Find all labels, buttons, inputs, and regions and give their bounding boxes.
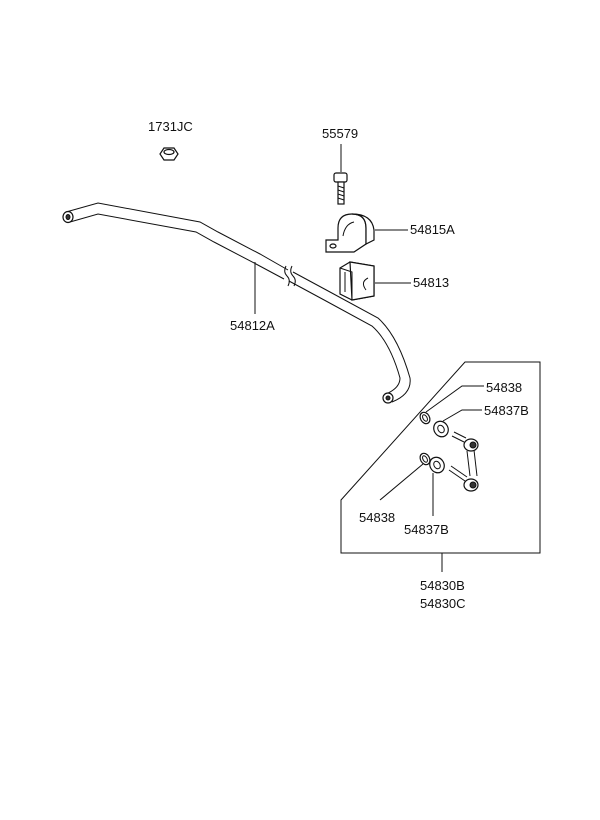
part-54815a-bracket[interactable] [325,213,375,253]
part-54837b-bushing-top[interactable] [431,419,451,440]
label-54815a: 54815A [410,222,455,237]
label-54812a: 54812A [230,318,275,333]
label-54830b: 54830B [420,578,465,593]
part-stabilizer-link[interactable] [448,431,479,492]
leader-54838-top [425,385,484,413]
leader-54838-bottom [379,463,424,501]
label-54838-bottom: 54838 [359,510,395,525]
label-54837b-top: 54837B [484,403,529,418]
label-54838-top: 54838 [486,380,522,395]
label-54813: 54813 [413,275,449,290]
part-54838-washer-bottom[interactable] [418,452,432,467]
part-54812a-stabilizer-bar[interactable] [62,202,411,404]
assembly-54830-outline [340,361,541,554]
label-54830c: 54830C [420,596,466,611]
part-54837b-bushing-bottom[interactable] [427,455,447,476]
part-1731jc[interactable] [159,147,179,161]
part-54813-bushing[interactable] [339,261,375,301]
label-55579: 55579 [322,126,358,141]
part-55579-bolt[interactable] [333,172,348,205]
label-54837b-bottom: 54837B [404,522,449,537]
leader-54837b-top [442,409,482,422]
part-54838-washer-top[interactable] [418,411,432,426]
label-1731jc: 1731JC [148,119,193,134]
